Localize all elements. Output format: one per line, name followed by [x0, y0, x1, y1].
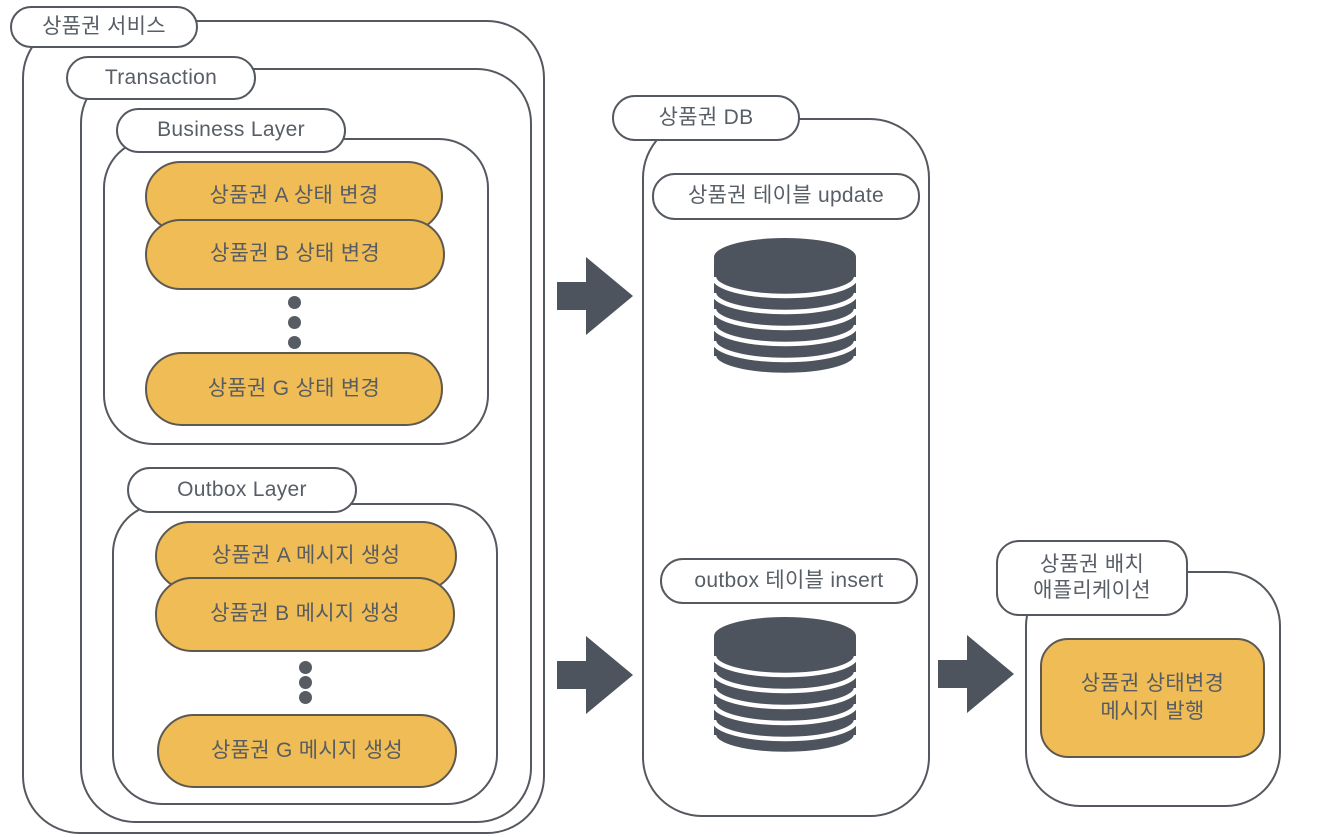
outbox-task-a-text: 상품권 A 메시지 생성 — [211, 543, 401, 567]
service-label-text: 상품권 서비스 — [42, 14, 166, 38]
db-insert-label-text: outbox 테이블 insert — [694, 568, 884, 592]
vertical-ellipsis-dots — [299, 676, 312, 689]
vertical-ellipsis-dots — [299, 661, 312, 674]
block-arrow-right-icon — [557, 636, 633, 714]
outbox-task-b-text: 상품권 B 메시지 생성 — [210, 602, 400, 626]
db-label-text: 상품권 DB — [658, 105, 754, 129]
batch-app-label-line1: 상품권 배치 — [1039, 552, 1145, 576]
business-task-g-text: 상품권 G 상태 변경 — [207, 376, 381, 400]
batch-app-label: 상품권 배치 애플리케이션 — [996, 540, 1188, 616]
transaction-container — [80, 68, 532, 823]
business-task-b-text: 상품권 B 상태 변경 — [209, 242, 381, 266]
vertical-ellipsis-dots — [288, 336, 301, 349]
database-cylinder-icon — [712, 617, 858, 756]
batch-task-line1: 상품권 상태변경 — [1080, 671, 1225, 695]
outbox-task-b: 상품권 B 메시지 생성 — [155, 577, 455, 652]
business-layer-label-text: Business Layer — [157, 118, 305, 142]
batch-task-line2: 메시지 발행 — [1100, 700, 1205, 723]
outbox-task-g: 상품권 G 메시지 생성 — [157, 714, 457, 788]
db-label: 상품권 DB — [612, 95, 800, 141]
outbox-layer-label: Outbox Layer — [127, 467, 357, 513]
business-layer-label: Business Layer — [116, 108, 346, 153]
db-update-label: 상품권 테이블 update — [652, 173, 920, 220]
service-container — [22, 20, 545, 834]
business-task-g: 상품권 G 상태 변경 — [145, 352, 443, 426]
batch-task: 상품권 상태변경 메시지 발행 — [1040, 638, 1265, 758]
block-arrow-right-icon — [938, 635, 1014, 713]
vertical-ellipsis-dots — [288, 296, 301, 309]
db-update-label-text: 상품권 테이블 update — [687, 184, 885, 208]
outbox-task-g-text: 상품권 G 메시지 생성 — [211, 738, 403, 762]
database-cylinder-icon — [712, 238, 858, 377]
db-insert-label: outbox 테이블 insert — [660, 558, 918, 604]
transaction-label: Transaction — [66, 56, 256, 100]
vertical-ellipsis-dots — [288, 316, 301, 329]
business-task-a-text: 상품권 A 상태 변경 — [209, 184, 379, 208]
batch-app-label-line2: 애플리케이션 — [1033, 579, 1151, 602]
block-arrow-right-icon — [557, 257, 633, 335]
vertical-ellipsis-dots — [299, 691, 312, 704]
service-label: 상품권 서비스 — [10, 6, 198, 48]
business-task-b: 상품권 B 상태 변경 — [145, 219, 445, 290]
outbox-layer-label-text: Outbox Layer — [177, 477, 307, 501]
transaction-label-text: Transaction — [104, 65, 218, 89]
